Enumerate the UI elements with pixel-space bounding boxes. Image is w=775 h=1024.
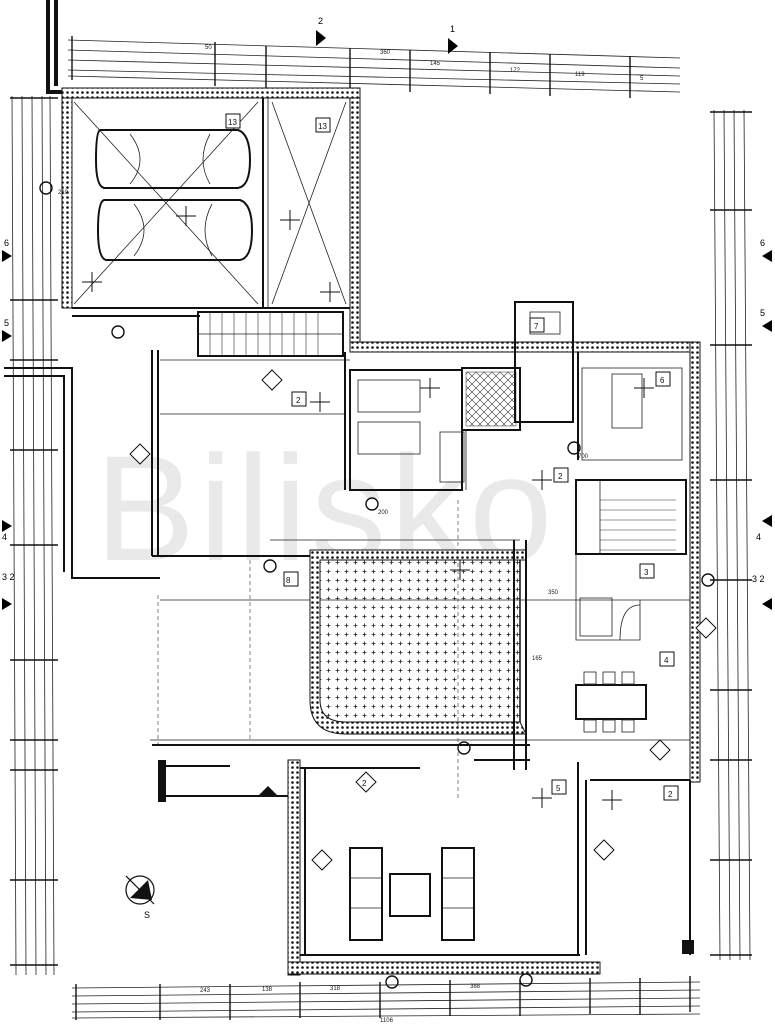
bottom-dim-4: 388 (470, 984, 481, 990)
section-label-right-lower: 3 2 (752, 574, 765, 584)
level-label-5: 165 (532, 656, 543, 662)
section-label-left-mid: 5 (4, 318, 9, 328)
main-building-walls (151, 341, 701, 802)
section-marker-left-mid-icon (2, 330, 12, 342)
pool (309, 540, 527, 770)
bottom-dim-2: 138 (262, 987, 273, 993)
room-tag-frames (225, 113, 679, 801)
site-boundary-wall (4, 0, 160, 579)
left-dimension-chains (10, 95, 58, 976)
room-tag-terrace-right: 2 (668, 790, 673, 799)
sofa-icon (349, 847, 383, 941)
garage-walls (61, 87, 361, 345)
section-marker-right-lower-icon (762, 515, 772, 527)
bottom-dim-5: 1106 (380, 1018, 394, 1024)
coffee-table-icon (389, 873, 431, 917)
section-label-right-lowest: 4 (756, 532, 761, 542)
top-dim-3: 145 (430, 61, 441, 67)
north-arrow-label: S (144, 910, 150, 920)
interior-dimension-lines (150, 413, 690, 800)
section-marker-top-left-icon (316, 30, 326, 46)
room-tag-entry: 2 (296, 396, 301, 405)
room-tag-living-upper: 5 (556, 784, 561, 793)
light-fixture-icons (82, 206, 654, 810)
level-marker-icon (39, 181, 715, 989)
upper-right-rooms (349, 301, 683, 491)
room-tag-garage-1: 13 (228, 118, 237, 127)
level-label-2: 200 (378, 510, 389, 516)
section-label-top-left: 2 (318, 16, 323, 26)
level-label-4: 350 (548, 590, 559, 596)
top-dim-1: 50 (205, 45, 212, 51)
bottom-dim-3: 318 (330, 986, 341, 992)
room-tag-kitchen: 6 (660, 376, 665, 385)
entry-stairs (197, 311, 344, 357)
north-arrow-icon (125, 875, 155, 905)
section-label-right-upper: 6 (760, 238, 765, 248)
top-dim-4: 172 (510, 68, 521, 74)
room-tag-living-lower: 2 (362, 779, 367, 788)
section-label-top-right: 1 (450, 24, 455, 34)
section-marker-left-lowest-icon (2, 598, 12, 610)
car-icon (94, 129, 252, 189)
room-tag-patio-left: 8 (286, 576, 291, 585)
top-dim-2: 360 (380, 50, 391, 56)
section-marker-left-upper-icon (2, 250, 12, 262)
stairs (575, 479, 687, 641)
section-label-left-upper: 6 (4, 238, 9, 248)
living-room-walls (287, 759, 694, 976)
section-marker-right-upper-icon (762, 250, 772, 262)
car-icon-2 (96, 199, 254, 261)
right-dimension-chains (710, 109, 752, 961)
section-label-left-lower: 3 2 (2, 572, 15, 582)
section-marker-top-right-icon (448, 38, 458, 54)
sofa-icon-2 (441, 847, 475, 941)
section-marker-right-lowest-icon (762, 598, 772, 610)
bottom-dim-1: 243 (200, 988, 211, 994)
level-label-1: 210 (58, 190, 69, 196)
top-dimension-chains (67, 36, 681, 98)
garage-slope-lines (73, 101, 347, 305)
top-dim-6: 5 (640, 76, 644, 82)
section-marker-left-lower-icon (2, 520, 12, 532)
section-label-right-mid: 5 (760, 308, 765, 318)
bottom-dimension-chains (71, 976, 701, 1020)
dining-table-icon (575, 671, 647, 733)
room-tag-stairs: 2 (558, 472, 563, 481)
top-dim-5: 119 (575, 72, 585, 78)
section-label-left-lowest: 4 (2, 532, 7, 542)
room-tag-office: 3 (644, 568, 649, 577)
room-tag-garage-2: 13 (318, 122, 327, 131)
diamond-tag-frames (129, 369, 717, 871)
room-tag-dining: 4 (664, 656, 669, 665)
level-label-3: 700 (578, 454, 589, 460)
section-marker-right-mid-icon (762, 320, 772, 332)
room-tag-wc: 7 (534, 322, 539, 331)
